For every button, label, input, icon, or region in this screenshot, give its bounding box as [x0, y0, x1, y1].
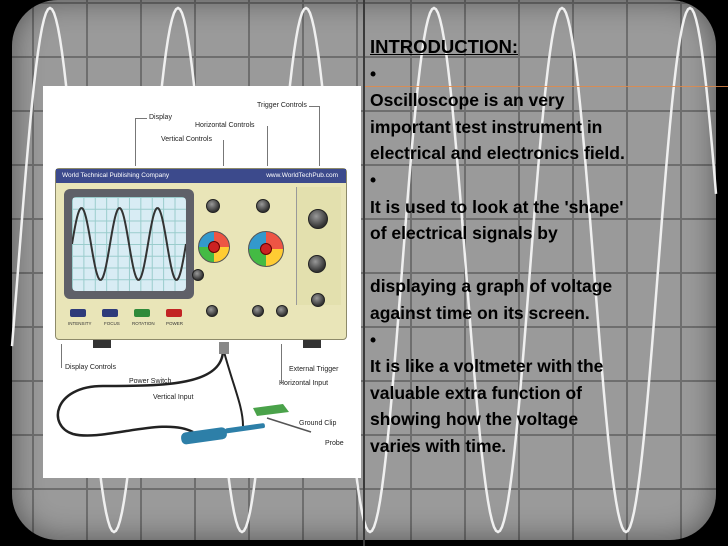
- vertical-knob-icon: [192, 269, 204, 281]
- company-website: www.WorldTechPub.com: [266, 172, 338, 179]
- scope-screen: [71, 197, 187, 291]
- callout-display: Display: [149, 114, 172, 121]
- input-jack-icon: [206, 305, 218, 317]
- para-4-line-3: showing how the voltage: [370, 409, 579, 430]
- rotation-button: [134, 309, 150, 317]
- oscilloscope-illustration: Display Trigger Controls Horizontal Cont…: [43, 86, 361, 478]
- callout-probe: Probe: [325, 440, 344, 447]
- bullet-3-glyph: •: [370, 329, 377, 350]
- scope-trace: [71, 207, 187, 281]
- bullet-2-glyph: •: [370, 169, 377, 190]
- volts-div-dial-icon: [198, 231, 230, 263]
- para-4-line-4: varies with time.: [370, 435, 507, 456]
- para-3-line-2: against time on its screen.: [370, 302, 590, 323]
- power-button: [166, 309, 182, 317]
- trigger-slope-knob-icon: [311, 293, 325, 307]
- external-trigger-jack-icon: [276, 305, 288, 317]
- bullet-1-glyph: •: [370, 63, 377, 84]
- para-1-line-3: electrical and electronics field.: [370, 143, 625, 164]
- horizontal-position-knob-icon: [256, 199, 270, 213]
- accent-line: [364, 86, 728, 87]
- oscilloscope-body: World Technical Publishing Company www.W…: [55, 168, 347, 340]
- callout-power-switch: Power Switch: [129, 378, 172, 385]
- horizontal-input-jack-icon: [252, 305, 264, 317]
- para-4-line-1: It is like a voltmeter with the: [370, 356, 604, 377]
- para-1-line-1: Oscilloscope is an very: [370, 90, 565, 111]
- slide-text: INTRODUCTION: • Oscilloscope is an very …: [370, 34, 722, 460]
- slide-heading: INTRODUCTION:: [370, 36, 518, 57]
- scope-screen-bezel: [64, 189, 194, 299]
- probe-cable-icon: [56, 342, 312, 445]
- para-2-line-1: It is used to look at the 'shape': [370, 196, 624, 217]
- para-2-line-2: of electrical signals by: [370, 223, 558, 244]
- scope-header: World Technical Publishing Company www.W…: [56, 169, 346, 183]
- callout-trigger-controls: Trigger Controls: [257, 102, 307, 109]
- callout-vertical-controls: Vertical Controls: [161, 136, 212, 143]
- column-divider: [363, 0, 365, 546]
- callout-vertical-input: Vertical Input: [153, 394, 194, 401]
- para-3-line-1: displaying a graph of voltage: [370, 276, 613, 297]
- company-name: World Technical Publishing Company: [62, 172, 170, 179]
- callout-horizontal-controls: Horizontal Controls: [195, 122, 255, 129]
- callout-external-trigger: External Trigger: [289, 366, 339, 373]
- callout-ground-clip: Ground Clip: [299, 420, 337, 427]
- callout-display-controls: Display Controls: [65, 364, 116, 371]
- trigger-level-knob-icon: [308, 209, 328, 229]
- callout-horizontal-input: Horizontal Input: [279, 380, 329, 387]
- focus-button: [102, 309, 118, 317]
- trigger-source-knob-icon: [308, 255, 326, 273]
- intensity-button: [70, 309, 86, 317]
- para-4-line-2: valuable extra function of: [370, 382, 582, 403]
- para-1-line-2: important test instrument in: [370, 116, 603, 137]
- position-knob-icon: [206, 199, 220, 213]
